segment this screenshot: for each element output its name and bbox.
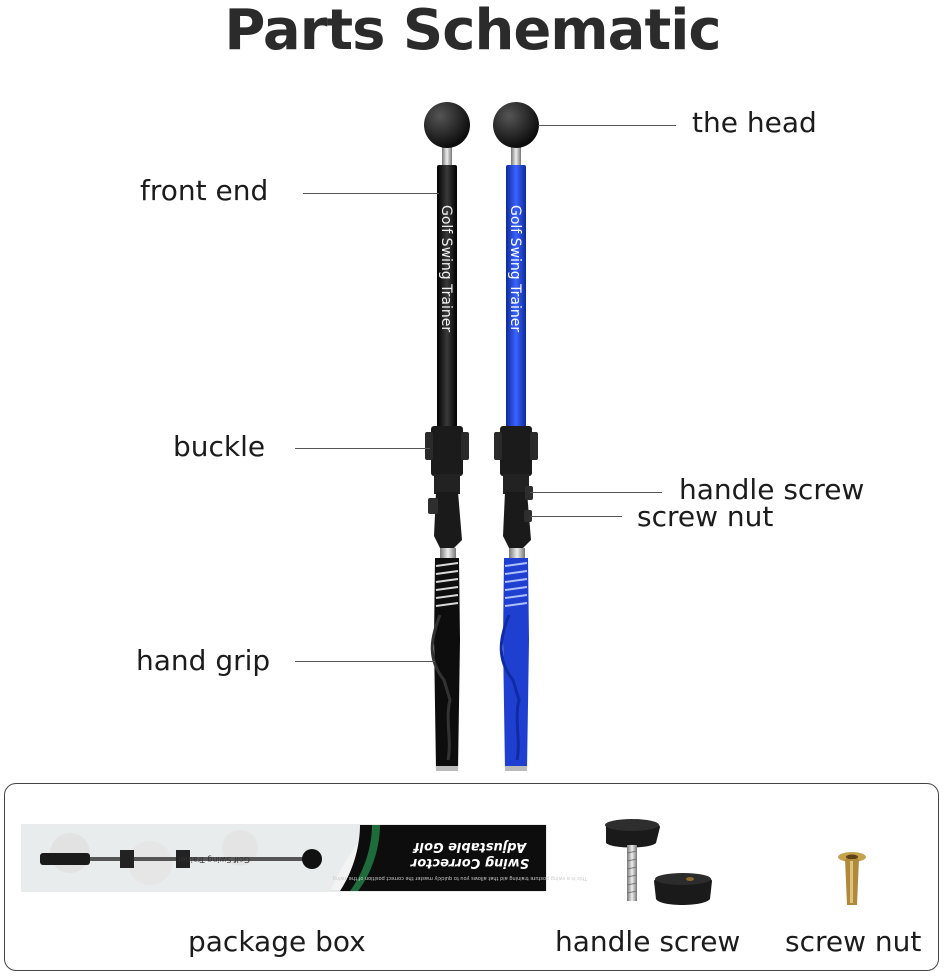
blue-hand-grip [503,558,529,770]
screw-nut-image [838,852,866,905]
blue-front-end-shaft [506,165,526,427]
leader-front-end [303,193,439,194]
blue-handle-screw [525,486,533,500]
leader-hand-grip [295,661,435,662]
page-title: Parts Schematic [224,0,721,63]
blue-shaft-text: Golf Swing Trainer [507,205,523,332]
label-buckle: buckle [173,430,266,463]
label-front-end: front end [140,174,269,207]
package-contents: Golf Swing Trainer Adjustable Golf Swing… [21,819,866,905]
leader-the-head [538,125,676,126]
blue-screw-nut [524,510,532,522]
label-handle-screw: handle screw [679,473,865,506]
trainer-diagram: Golf Swing Trainer Golf Swing Trainer [424,102,539,771]
label-hand-grip: hand grip [136,644,271,677]
black-trainer: Golf Swing Trainer [424,102,470,771]
label-the-head: the head [692,106,817,139]
leader-handle-screw [530,492,662,493]
package-panel [4,783,939,971]
package-box-image: Golf Swing Trainer Adjustable Golf Swing… [21,824,589,892]
black-head-ball [424,102,470,148]
box-line-1: Adjustable Golf [412,839,528,854]
black-buckle [431,426,463,476]
box-line-2: Swing Corrector [409,855,529,870]
blue-buckle [500,426,532,476]
leader-buckle [295,448,430,449]
leader-screw-nut [530,516,622,517]
package-box-label: package box [188,925,366,958]
blue-trainer: Golf Swing Trainer [493,102,539,771]
label-screw-nut: screw nut [637,500,774,533]
blue-head-ball [493,102,539,148]
screw-nut-part-label: screw nut [785,925,922,958]
black-hand-grip [434,558,460,770]
handle-screw-image [605,819,712,905]
box-stick-text: Golf Swing Trainer [177,855,250,864]
black-front-end-shaft [437,165,457,427]
black-shaft-text: Golf Swing Trainer [438,205,454,332]
box-small-text: This is a swing posture training aid tha… [333,875,589,881]
handle-screw-part-label: handle screw [555,925,741,958]
